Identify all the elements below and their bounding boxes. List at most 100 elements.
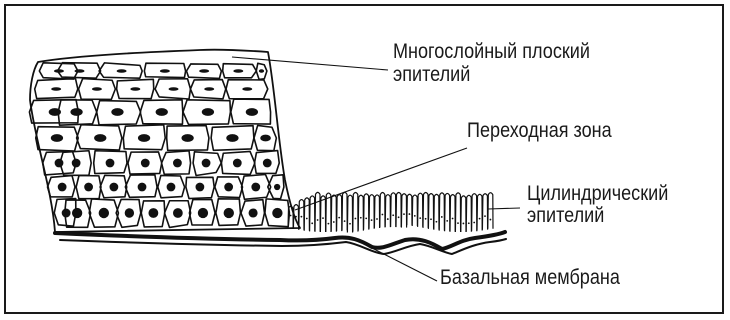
cell-nucleus: [198, 208, 208, 218]
label-columnar-line2: эпителий: [527, 205, 604, 227]
columnar-cell: [455, 193, 460, 232]
columnar-nucleus: [365, 217, 367, 219]
cell-nucleus: [109, 183, 118, 192]
columnar-nucleus: [430, 218, 432, 220]
columnar-nucleus: [446, 220, 448, 222]
columnar-cell: [477, 194, 482, 230]
columnar-nucleus: [376, 218, 378, 220]
columnar-cell: [304, 198, 309, 231]
cell-nucleus: [202, 159, 211, 168]
cell-nucleus: [199, 69, 209, 73]
columnar-cell: [315, 192, 320, 231]
cell-nucleus: [233, 69, 243, 73]
columnar-cell: [450, 195, 455, 232]
columnar-cell: [369, 195, 374, 229]
cell-nucleus: [272, 208, 282, 218]
cell-nucleus: [263, 159, 272, 168]
columnar-nucleus: [338, 217, 340, 219]
columnar-nucleus: [311, 222, 313, 224]
cell-nucleus: [224, 208, 234, 218]
cell-nucleus: [125, 208, 134, 217]
columnar-cell: [396, 192, 401, 227]
cell-nucleus: [226, 134, 238, 142]
leader-transition: [295, 148, 467, 210]
cell-nucleus: [99, 208, 109, 218]
columnar-nucleus: [317, 219, 319, 221]
basal-membrane: [55, 232, 506, 254]
columnar-cell: [401, 194, 406, 228]
cell-nucleus: [72, 159, 81, 168]
cell-nucleus: [242, 87, 252, 91]
cell-nucleus: [249, 208, 258, 217]
cell-nucleus: [173, 208, 183, 218]
columnar-cell: [358, 195, 363, 230]
columnar-nucleus: [355, 218, 357, 220]
label-basal-membrane: Базальная мембрана: [440, 267, 620, 289]
columnar-nucleus: [414, 215, 416, 217]
cell-nucleus: [156, 108, 168, 116]
columnar-nucleus: [387, 218, 389, 220]
cell-nucleus: [148, 208, 158, 218]
columnar-nucleus: [452, 218, 454, 220]
columnar-cell: [310, 196, 315, 231]
columnar-cell: [466, 195, 471, 231]
cell-nucleus: [202, 108, 214, 116]
cell-nucleus: [58, 183, 67, 192]
columnar-epithelium: [288, 192, 493, 232]
label-transition-zone: Переходная зона: [467, 120, 612, 142]
cell-nucleus: [195, 183, 204, 192]
columnar-cell: [482, 194, 487, 230]
columnar-cell: [472, 194, 477, 232]
stratified-squamous-epithelium: [29, 50, 300, 232]
columnar-nucleus: [490, 219, 492, 221]
cell-nucleus: [260, 135, 271, 142]
cell-nucleus: [160, 69, 170, 73]
cell-nucleus: [173, 159, 182, 168]
cell-nucleus: [74, 69, 84, 73]
columnar-cell: [374, 195, 379, 228]
columnar-cell: [347, 195, 352, 232]
cell-nucleus: [62, 209, 71, 218]
columnar-nucleus: [360, 217, 362, 219]
columnar-cell: [407, 194, 412, 225]
leader-basal: [372, 248, 437, 281]
cell-nucleus: [130, 87, 140, 91]
cell-nucleus: [117, 69, 127, 73]
cell-nucleus: [138, 134, 150, 142]
columnar-cell: [439, 193, 444, 231]
label-stratified-line1: Многослойный плоский: [393, 41, 590, 63]
columnar-nucleus: [473, 222, 475, 224]
columnar-cell: [337, 195, 342, 231]
cell-nucleus: [274, 184, 280, 190]
columnar-cell: [445, 193, 450, 231]
columnar-nucleus: [333, 221, 335, 223]
cell-nucleus: [259, 69, 264, 73]
columnar-nucleus: [409, 213, 411, 215]
columnar-cell: [380, 193, 385, 228]
cell-nucleus: [167, 183, 176, 192]
columnar-nucleus: [441, 216, 443, 218]
cell-nucleus: [51, 134, 63, 142]
columnar-nucleus: [479, 218, 481, 220]
label-stratified-line2: эпителий: [393, 64, 470, 86]
columnar-cell: [320, 196, 325, 232]
cell-nucleus: [55, 159, 64, 168]
cell-nucleus: [233, 159, 242, 168]
cell-nucleus: [181, 134, 193, 142]
columnar-nucleus: [468, 222, 470, 224]
columnar-nucleus: [349, 223, 351, 225]
columnar-nucleus: [290, 215, 292, 217]
cell-nucleus: [72, 208, 82, 218]
columnar-nucleus: [403, 213, 405, 215]
columnar-nucleus: [398, 216, 400, 218]
cell-nucleus: [92, 87, 102, 91]
cell-nucleus: [111, 108, 123, 116]
columnar-nucleus: [306, 218, 308, 220]
label-columnar-line1: Цилиндрический: [527, 183, 668, 205]
columnar-nucleus: [322, 217, 324, 219]
cell-nucleus: [204, 87, 214, 91]
columnar-cell: [488, 193, 493, 229]
columnar-cell: [353, 192, 358, 231]
columnar-nucleus: [328, 223, 330, 225]
